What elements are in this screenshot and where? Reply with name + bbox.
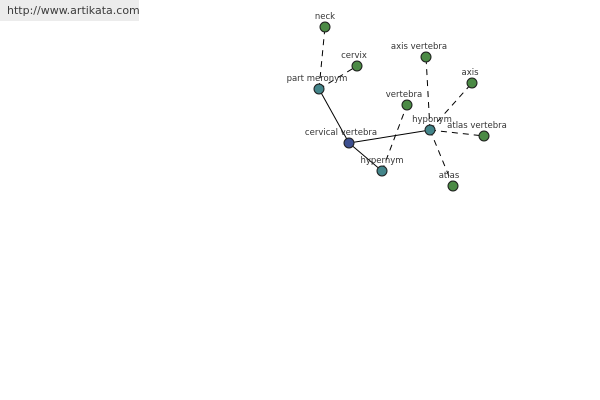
node-dot-atlas[interactable] xyxy=(447,180,459,192)
node-label-atlas[interactable]: atlas xyxy=(439,171,460,181)
node-label-cervix[interactable]: cervix xyxy=(341,51,367,61)
node-atlas-vertebra[interactable]: atlas vertebra xyxy=(447,121,507,142)
node-label-axis[interactable]: axis xyxy=(461,68,479,78)
node-hyponym[interactable]: hyponym xyxy=(412,115,452,136)
edge-root-to-hyponym xyxy=(348,129,431,144)
node-hypernym[interactable]: hypernym xyxy=(360,156,404,177)
node-label-vertebra[interactable]: vertebra xyxy=(386,90,422,100)
edge-hyponym-to-atlas-vertebra xyxy=(429,129,485,137)
node-label-atlas-vertebra[interactable]: atlas vertebra xyxy=(447,121,507,131)
node-dot-atlas-vertebra[interactable] xyxy=(478,130,490,142)
node-label-hypernym[interactable]: hypernym xyxy=(360,156,403,166)
node-axis-vertebra[interactable]: axis vertebra xyxy=(391,42,447,63)
node-dot-axis[interactable] xyxy=(466,77,478,89)
node-dot-root[interactable] xyxy=(343,137,355,149)
node-label-neck[interactable]: neck xyxy=(315,12,335,22)
edge-root-to-hypernym xyxy=(348,142,383,172)
node-axis[interactable]: axis xyxy=(461,68,479,89)
edge-part-meronym-to-cervix xyxy=(318,65,358,90)
site-url-link[interactable]: http://www.artikata.com xyxy=(0,0,140,21)
node-cervix[interactable]: cervix xyxy=(341,51,367,72)
node-part-meronym[interactable]: part meronym xyxy=(287,74,348,95)
node-label-root[interactable]: cervical vertebra xyxy=(305,128,377,138)
edge-hyponym-to-axis-vertebra xyxy=(425,56,431,131)
node-vertebra[interactable]: vertebra xyxy=(386,90,422,111)
node-label-hyponym[interactable]: hyponym xyxy=(412,115,452,125)
node-dot-hypernym[interactable] xyxy=(376,165,388,177)
node-dot-part-meronym[interactable] xyxy=(313,83,325,95)
node-dot-neck[interactable] xyxy=(319,21,331,33)
node-label-axis-vertebra[interactable]: axis vertebra xyxy=(391,42,447,52)
node-dot-hyponym[interactable] xyxy=(424,124,436,136)
edge-hypernym-to-vertebra xyxy=(381,104,408,172)
node-atlas[interactable]: atlas xyxy=(439,171,460,192)
node-neck[interactable]: neck xyxy=(315,12,335,33)
graph-nodes: cervical vertebra part meronym hyponym hype… xyxy=(287,12,507,192)
node-dot-axis-vertebra[interactable] xyxy=(420,51,432,63)
node-root[interactable]: cervical vertebra xyxy=(305,128,377,149)
graph-edges xyxy=(318,26,485,187)
edge-root-to-part-meronym xyxy=(318,88,350,144)
node-dot-vertebra[interactable] xyxy=(401,99,413,111)
node-dot-cervix[interactable] xyxy=(351,60,363,72)
node-label-part-meronym[interactable]: part meronym xyxy=(287,74,348,84)
